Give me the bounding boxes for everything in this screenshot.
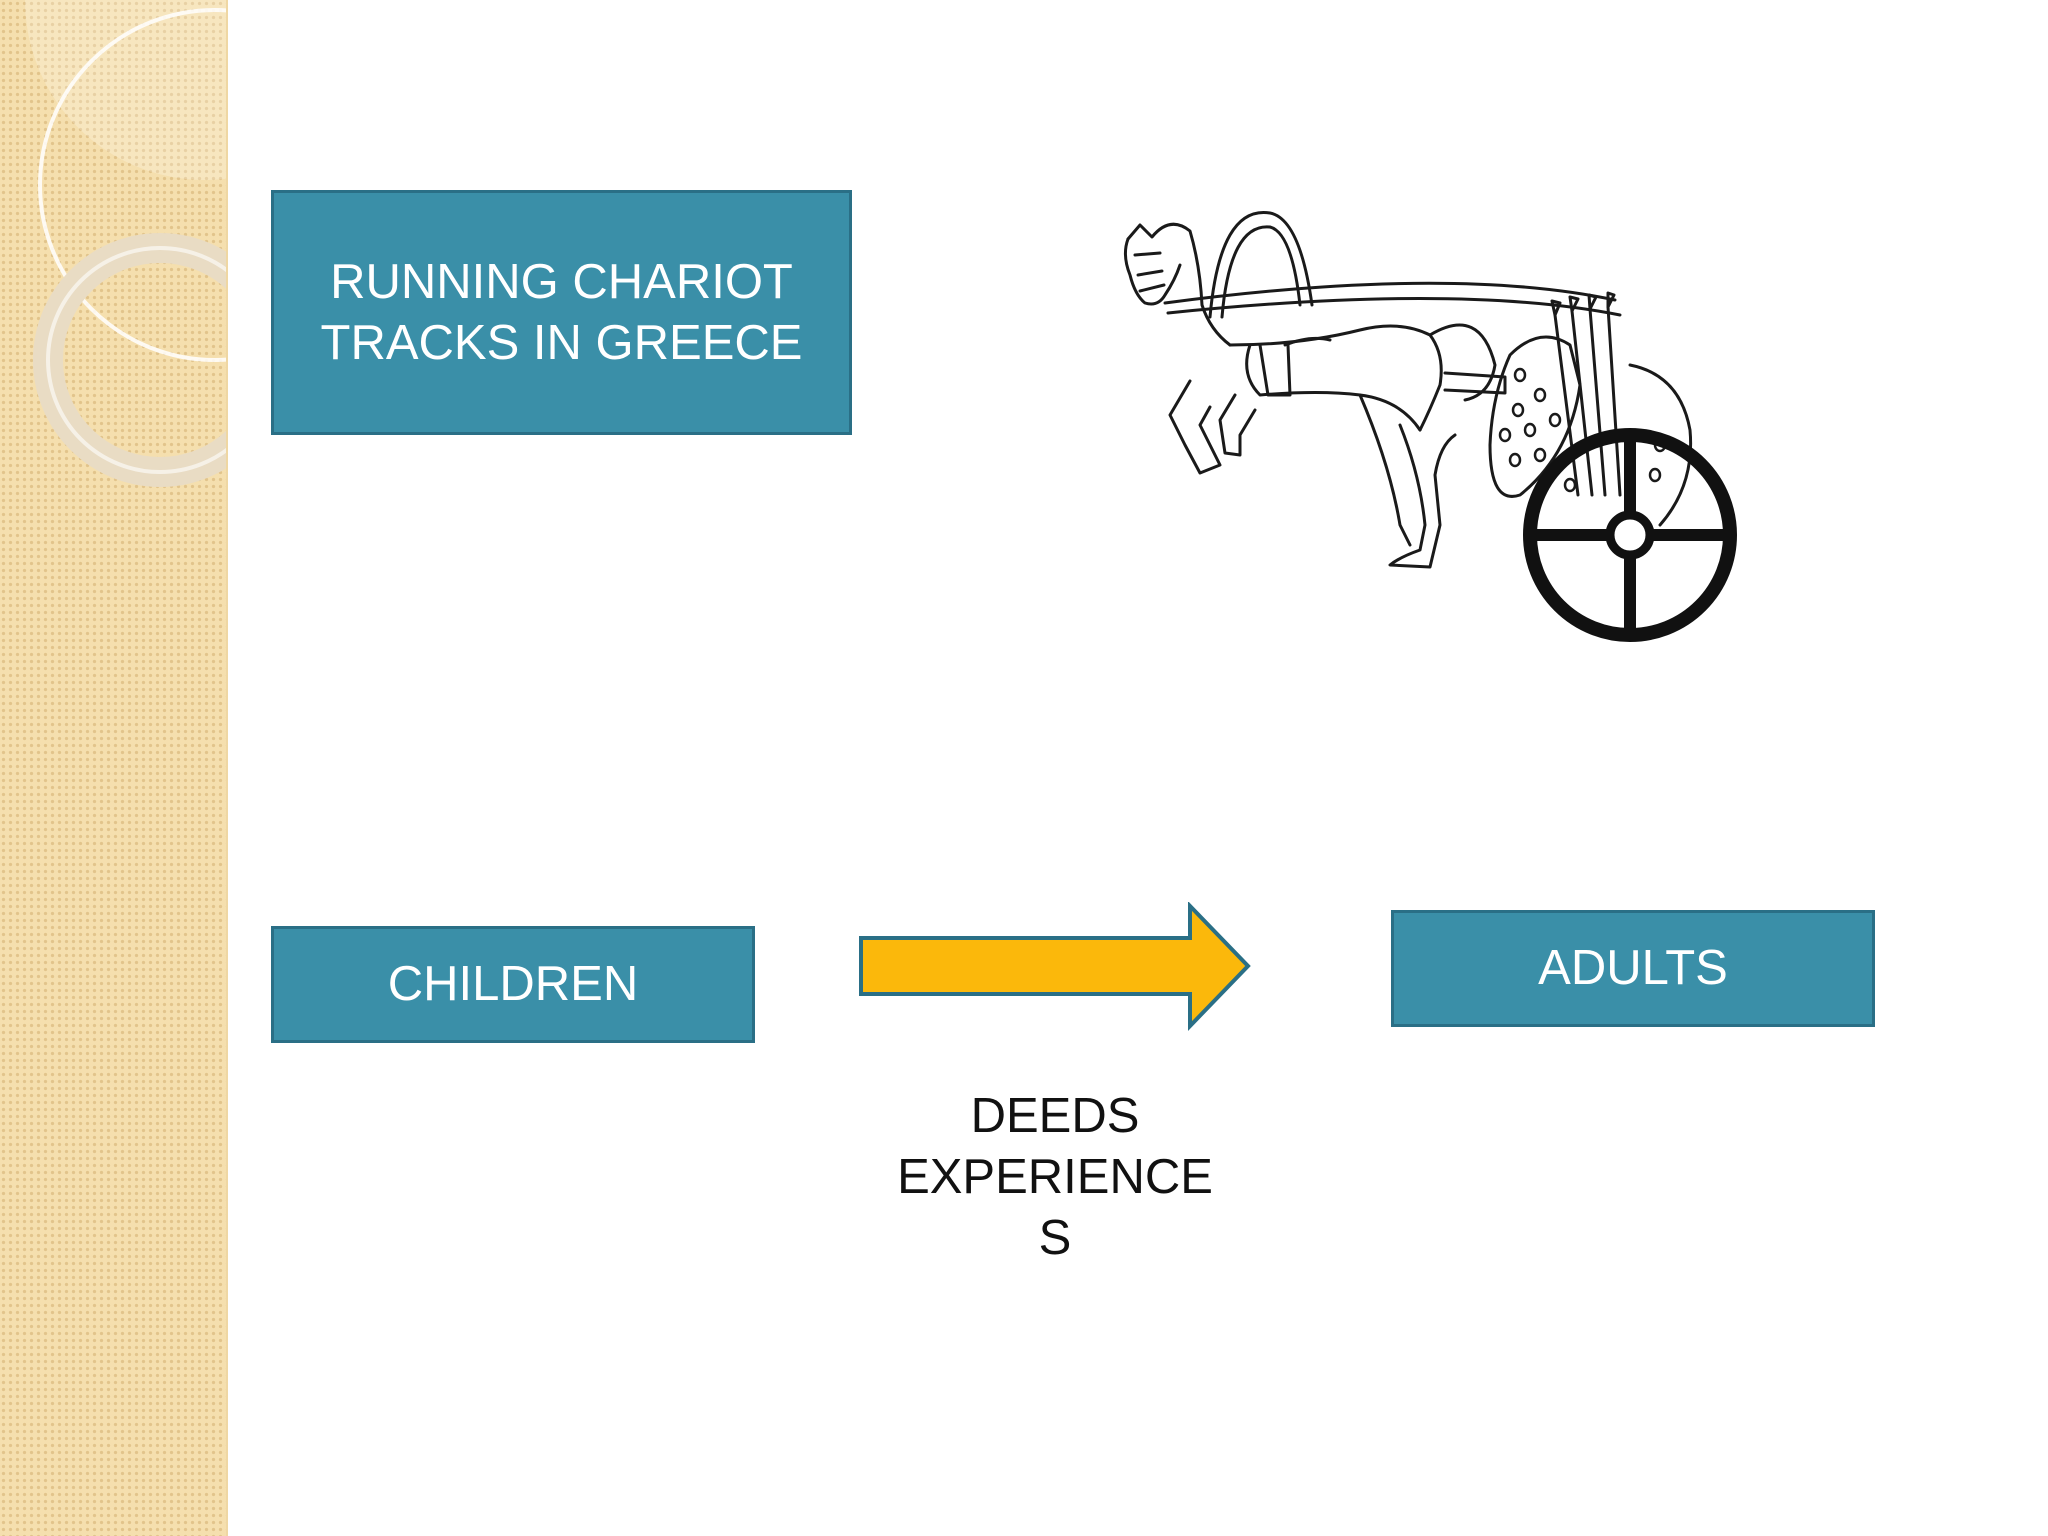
arrow-label: DEEDS EXPERIENCE S [897,1089,1213,1265]
title-text: RUNNING CHARIOT TRACKS IN GREECE [320,254,803,370]
adults-text: ADULTS [1538,941,1728,995]
adults-box: ADULTS [1391,910,1875,1027]
right-arrow [859,902,1251,1031]
children-text: CHILDREN [387,957,639,1011]
sidebar-edge [226,0,228,1536]
title-box: RUNNING CHARIOT TRACKS IN GREECE [271,190,852,435]
children-box: CHILDREN [271,926,755,1043]
arrow-shape [859,902,1251,1031]
decorative-rings [25,0,228,487]
chariot-illustration [1123,210,1737,642]
decorative-sidebar [0,0,228,1536]
